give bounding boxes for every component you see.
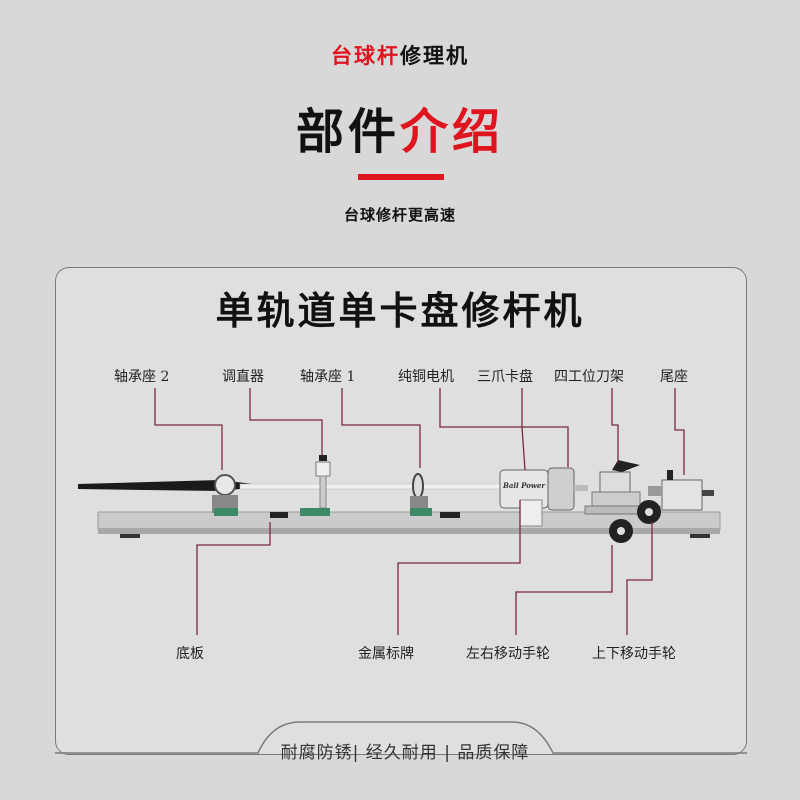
label-metal-nameplate: 金属标牌 [358,646,414,662]
nameplate-text: Ball Power [502,481,546,490]
label-copper-motor: 纯铜电机 [398,369,454,385]
label-bearing-1: 轴承座 1 [300,369,356,385]
leader-nameplate [397,500,521,635]
brand-red: 台球杆 [331,44,400,68]
page-title: 部件介绍 [0,92,800,162]
leader-lr-handwheel [515,545,613,635]
leader-bearing-2 [154,388,223,470]
label-lr-handwheel: 左右移动手轮 [466,646,550,662]
leader-bearing-1 [341,388,421,468]
leader-chuck [521,388,526,471]
leader-tailstock [674,388,685,475]
leader-tool-post [611,388,619,463]
footer-tab-outline [55,721,747,754]
leader-straightener [249,388,323,455]
panel-title: 单轨道单卡盘修杆机 [215,289,585,333]
accent-divider [358,174,444,180]
subtitle: 台球修杆更高速 [343,206,456,224]
label-tailstock: 尾座 [660,369,688,385]
label-straightener: 调直器 [222,369,264,385]
leader-ud-handwheel [626,522,653,635]
label-ud-handwheel: 上下移动手轮 [592,646,676,662]
title-red: 介绍 [400,104,505,160]
machine-illustration: Ball Power [78,455,721,543]
leader-base-plate [196,522,271,635]
brand-title: 台球杆修理机 [0,40,800,70]
label-base-plate: 底板 [176,646,204,662]
label-bearing-2: 轴承座 2 [114,369,170,385]
leader-copper-motor [439,388,569,467]
footer-slogan: 耐腐防锈| 经久耐用 | 品质保障 [280,743,530,763]
leader-lines [154,388,685,635]
label-tool-post: 四工位刀架 [554,369,624,385]
label-three-jaw-chuck: 三爪卡盘 [477,369,533,385]
title-black: 部件 [295,104,400,160]
brand-black: 修理机 [400,44,469,68]
